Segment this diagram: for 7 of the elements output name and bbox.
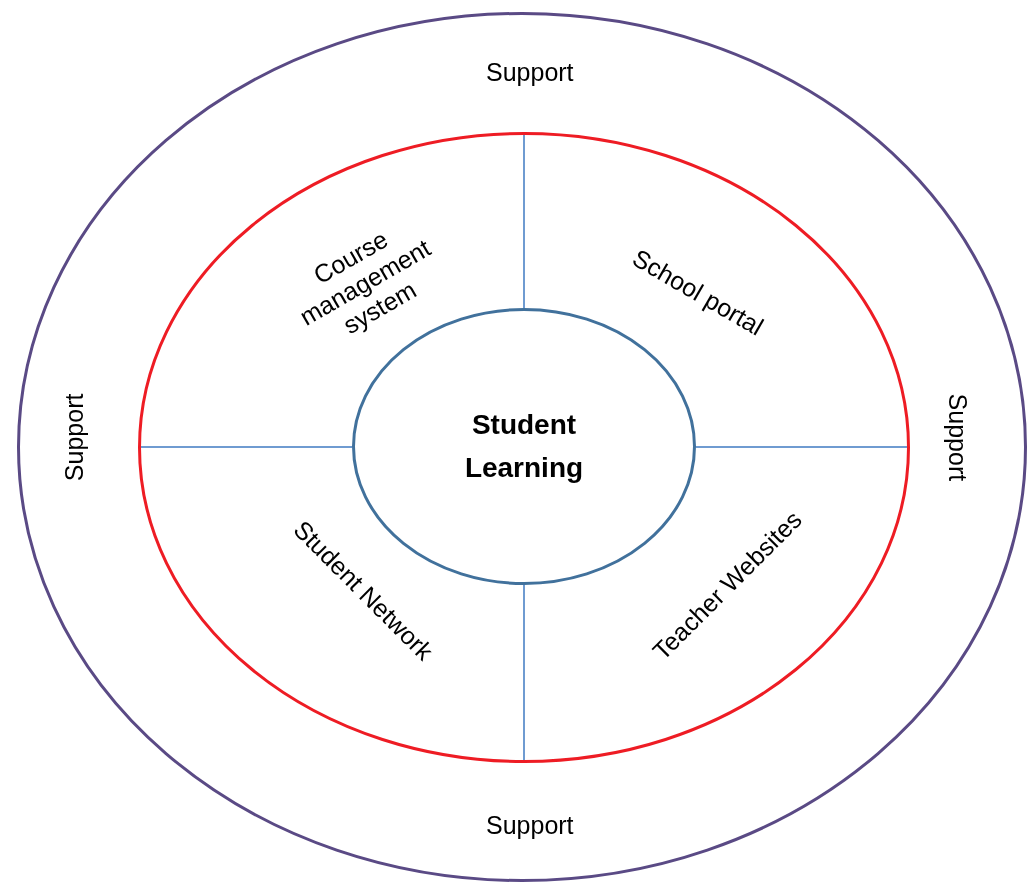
middle-ring — [138, 132, 910, 763]
ring-label: Support — [486, 57, 574, 87]
ring-label: Support — [943, 393, 973, 481]
center-label: Student Learning — [463, 408, 585, 486]
ring-label: Support — [60, 393, 90, 481]
outer-ring — [17, 12, 1027, 882]
ring-label: Support — [486, 810, 574, 840]
